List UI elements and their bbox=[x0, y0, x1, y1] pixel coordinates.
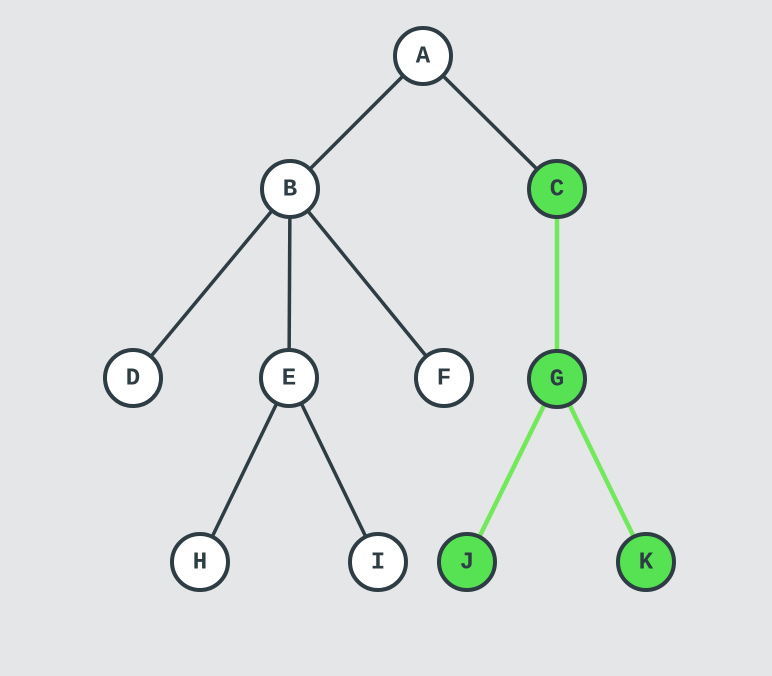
edge-B-F bbox=[288, 187, 446, 380]
node-B: B bbox=[260, 159, 320, 219]
node-circle-J bbox=[437, 532, 497, 592]
node-label-C: C bbox=[550, 177, 564, 204]
node-label-E: E bbox=[282, 366, 296, 393]
node-label-K: K bbox=[639, 550, 654, 577]
node-circle-K bbox=[616, 532, 676, 592]
node-J: J bbox=[437, 532, 497, 592]
node-I: I bbox=[348, 532, 408, 592]
node-label-D: D bbox=[126, 366, 140, 393]
edge-E-H bbox=[198, 377, 291, 563]
edge-A-B bbox=[288, 54, 425, 191]
node-circle-H bbox=[170, 532, 230, 592]
node-circle-D bbox=[103, 348, 163, 408]
node-circle-G bbox=[527, 349, 587, 409]
node-circle-C bbox=[527, 159, 587, 219]
node-A: A bbox=[393, 26, 453, 86]
node-label-A: A bbox=[416, 44, 431, 71]
node-label-I: I bbox=[371, 550, 385, 577]
node-D: D bbox=[103, 348, 163, 408]
node-label-G: G bbox=[550, 367, 564, 394]
node-F: F bbox=[414, 348, 474, 408]
edge-B-D bbox=[131, 187, 292, 380]
node-circle-I bbox=[348, 532, 408, 592]
node-label-F: F bbox=[437, 366, 451, 393]
node-label-B: B bbox=[283, 177, 297, 204]
edge-B-E bbox=[287, 188, 292, 379]
node-H: H bbox=[170, 532, 230, 592]
edge-E-I bbox=[287, 377, 380, 563]
node-G: G bbox=[527, 349, 587, 409]
node-circle-A bbox=[393, 26, 453, 86]
edge-G-K bbox=[554, 378, 649, 563]
node-label-H: H bbox=[193, 550, 207, 577]
edge-G-J bbox=[464, 378, 560, 563]
node-E: E bbox=[259, 348, 319, 408]
node-circle-E bbox=[259, 348, 319, 408]
node-label-J: J bbox=[460, 550, 474, 577]
node-K: K bbox=[616, 532, 676, 592]
node-circle-F bbox=[414, 348, 474, 408]
edge-A-C bbox=[421, 54, 559, 191]
node-C: C bbox=[527, 159, 587, 219]
node-circle-B bbox=[260, 159, 320, 219]
